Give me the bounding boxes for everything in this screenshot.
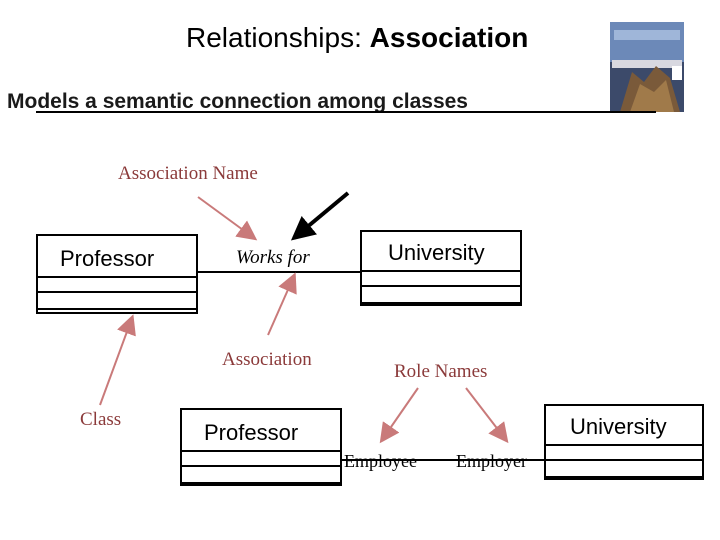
operations-compartment: [180, 467, 342, 484]
book-cover-icon: [610, 22, 684, 112]
class-box-professor-2: Professor: [180, 408, 342, 486]
attributes-compartment: [36, 276, 198, 293]
class-box-university: University: [360, 230, 522, 306]
annotation-association: Association: [222, 349, 312, 370]
attributes-compartment: [544, 444, 704, 461]
role-employer: Employer: [456, 451, 527, 471]
arrow-role-employer: [465, 387, 509, 444]
operations-compartment: [36, 293, 198, 310]
class-box-professor: Professor: [36, 234, 198, 314]
class-name-university: University: [388, 240, 485, 265]
role-employee: Employee: [344, 451, 417, 471]
arrow-class: [99, 314, 136, 406]
operations-compartment: [360, 287, 522, 304]
subtitle-underline: [36, 111, 656, 113]
annotation-class: Class: [80, 409, 122, 430]
annotation-role-names: Role Names: [394, 361, 488, 382]
slide-subtitle: Models a semantic connection among class…: [7, 90, 468, 113]
arrow-association-name: [197, 196, 258, 241]
class-name-professor: Professor: [204, 420, 299, 445]
arrow-role-employee: [379, 387, 419, 444]
title-bold: Association: [369, 22, 529, 53]
class-box-university-2: University: [544, 404, 704, 480]
slide-title: Relationships: Association: [186, 22, 528, 54]
operations-compartment: [544, 461, 704, 478]
arrow-association: [267, 272, 297, 336]
attributes-compartment: [180, 450, 342, 467]
class-name-university: University: [570, 414, 667, 439]
attributes-compartment: [360, 270, 522, 287]
title-prefix: Relationships:: [186, 22, 370, 53]
association-label: Works for: [236, 247, 310, 268]
annotation-association-name: Association Name: [118, 163, 258, 184]
pointer-arrow: [290, 191, 350, 241]
class-name-professor: Professor: [60, 246, 155, 271]
